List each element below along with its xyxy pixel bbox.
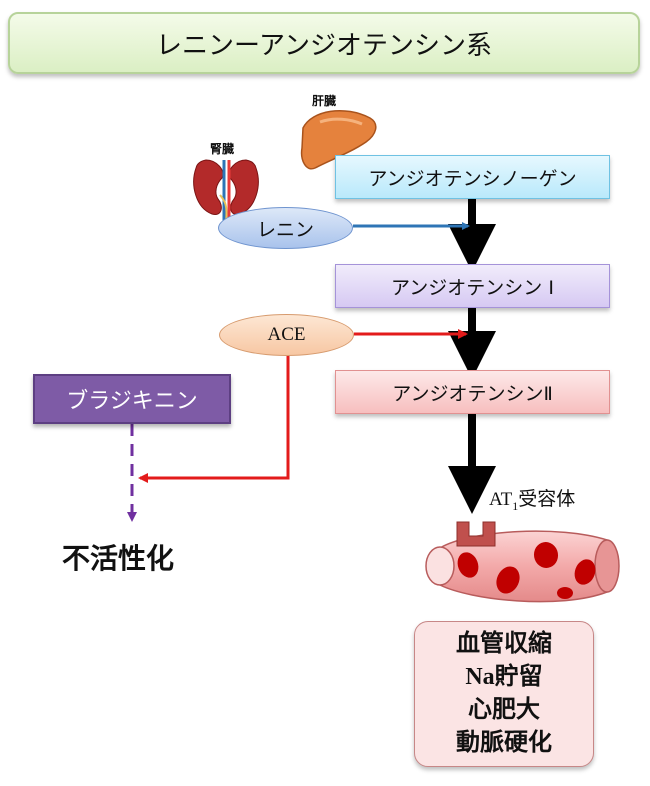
inactivation-label: 不活性化 bbox=[62, 542, 175, 575]
liver-label: 肝臓 bbox=[312, 94, 337, 108]
bradykinin-box: ブラジキニン bbox=[33, 374, 231, 424]
liver-icon bbox=[300, 109, 377, 170]
kidney-icon bbox=[193, 159, 259, 223]
effect-arteriosclerosis: 動脈硬化 bbox=[456, 730, 552, 756]
angiotensinogen-box: アンジオテンシノーゲン bbox=[335, 155, 610, 199]
blood-vessel-icon bbox=[425, 521, 620, 603]
angiotensin-1-box: アンジオテンシン I bbox=[335, 264, 610, 308]
receptor-subscript: 1 bbox=[512, 498, 519, 513]
at1-receptor-label: AT1受容体 bbox=[489, 484, 575, 514]
effect-vasoconstriction: 血管収縮 bbox=[456, 631, 552, 657]
effect-cardiac-hypertrophy: 心肥大 bbox=[468, 697, 540, 723]
receptor-suffix: 受容体 bbox=[518, 488, 576, 510]
effect-sodium-retention: Na貯留 bbox=[465, 664, 543, 690]
angiotensin-2-box: アンジオテンシンⅡ bbox=[335, 370, 610, 414]
renin-enzyme: レニン bbox=[218, 207, 353, 249]
ace-inactivation-arrow bbox=[138, 355, 290, 483]
receptor-prefix: AT bbox=[489, 489, 513, 510]
ace-enzyme: ACE bbox=[219, 314, 354, 356]
effects-box: 血管収縮 Na貯留 心肥大 動脈硬化 bbox=[414, 621, 594, 767]
kidney-label: 腎臓 bbox=[210, 142, 235, 156]
diagram-title: レニンーアンジオテンシン系 bbox=[8, 12, 640, 74]
